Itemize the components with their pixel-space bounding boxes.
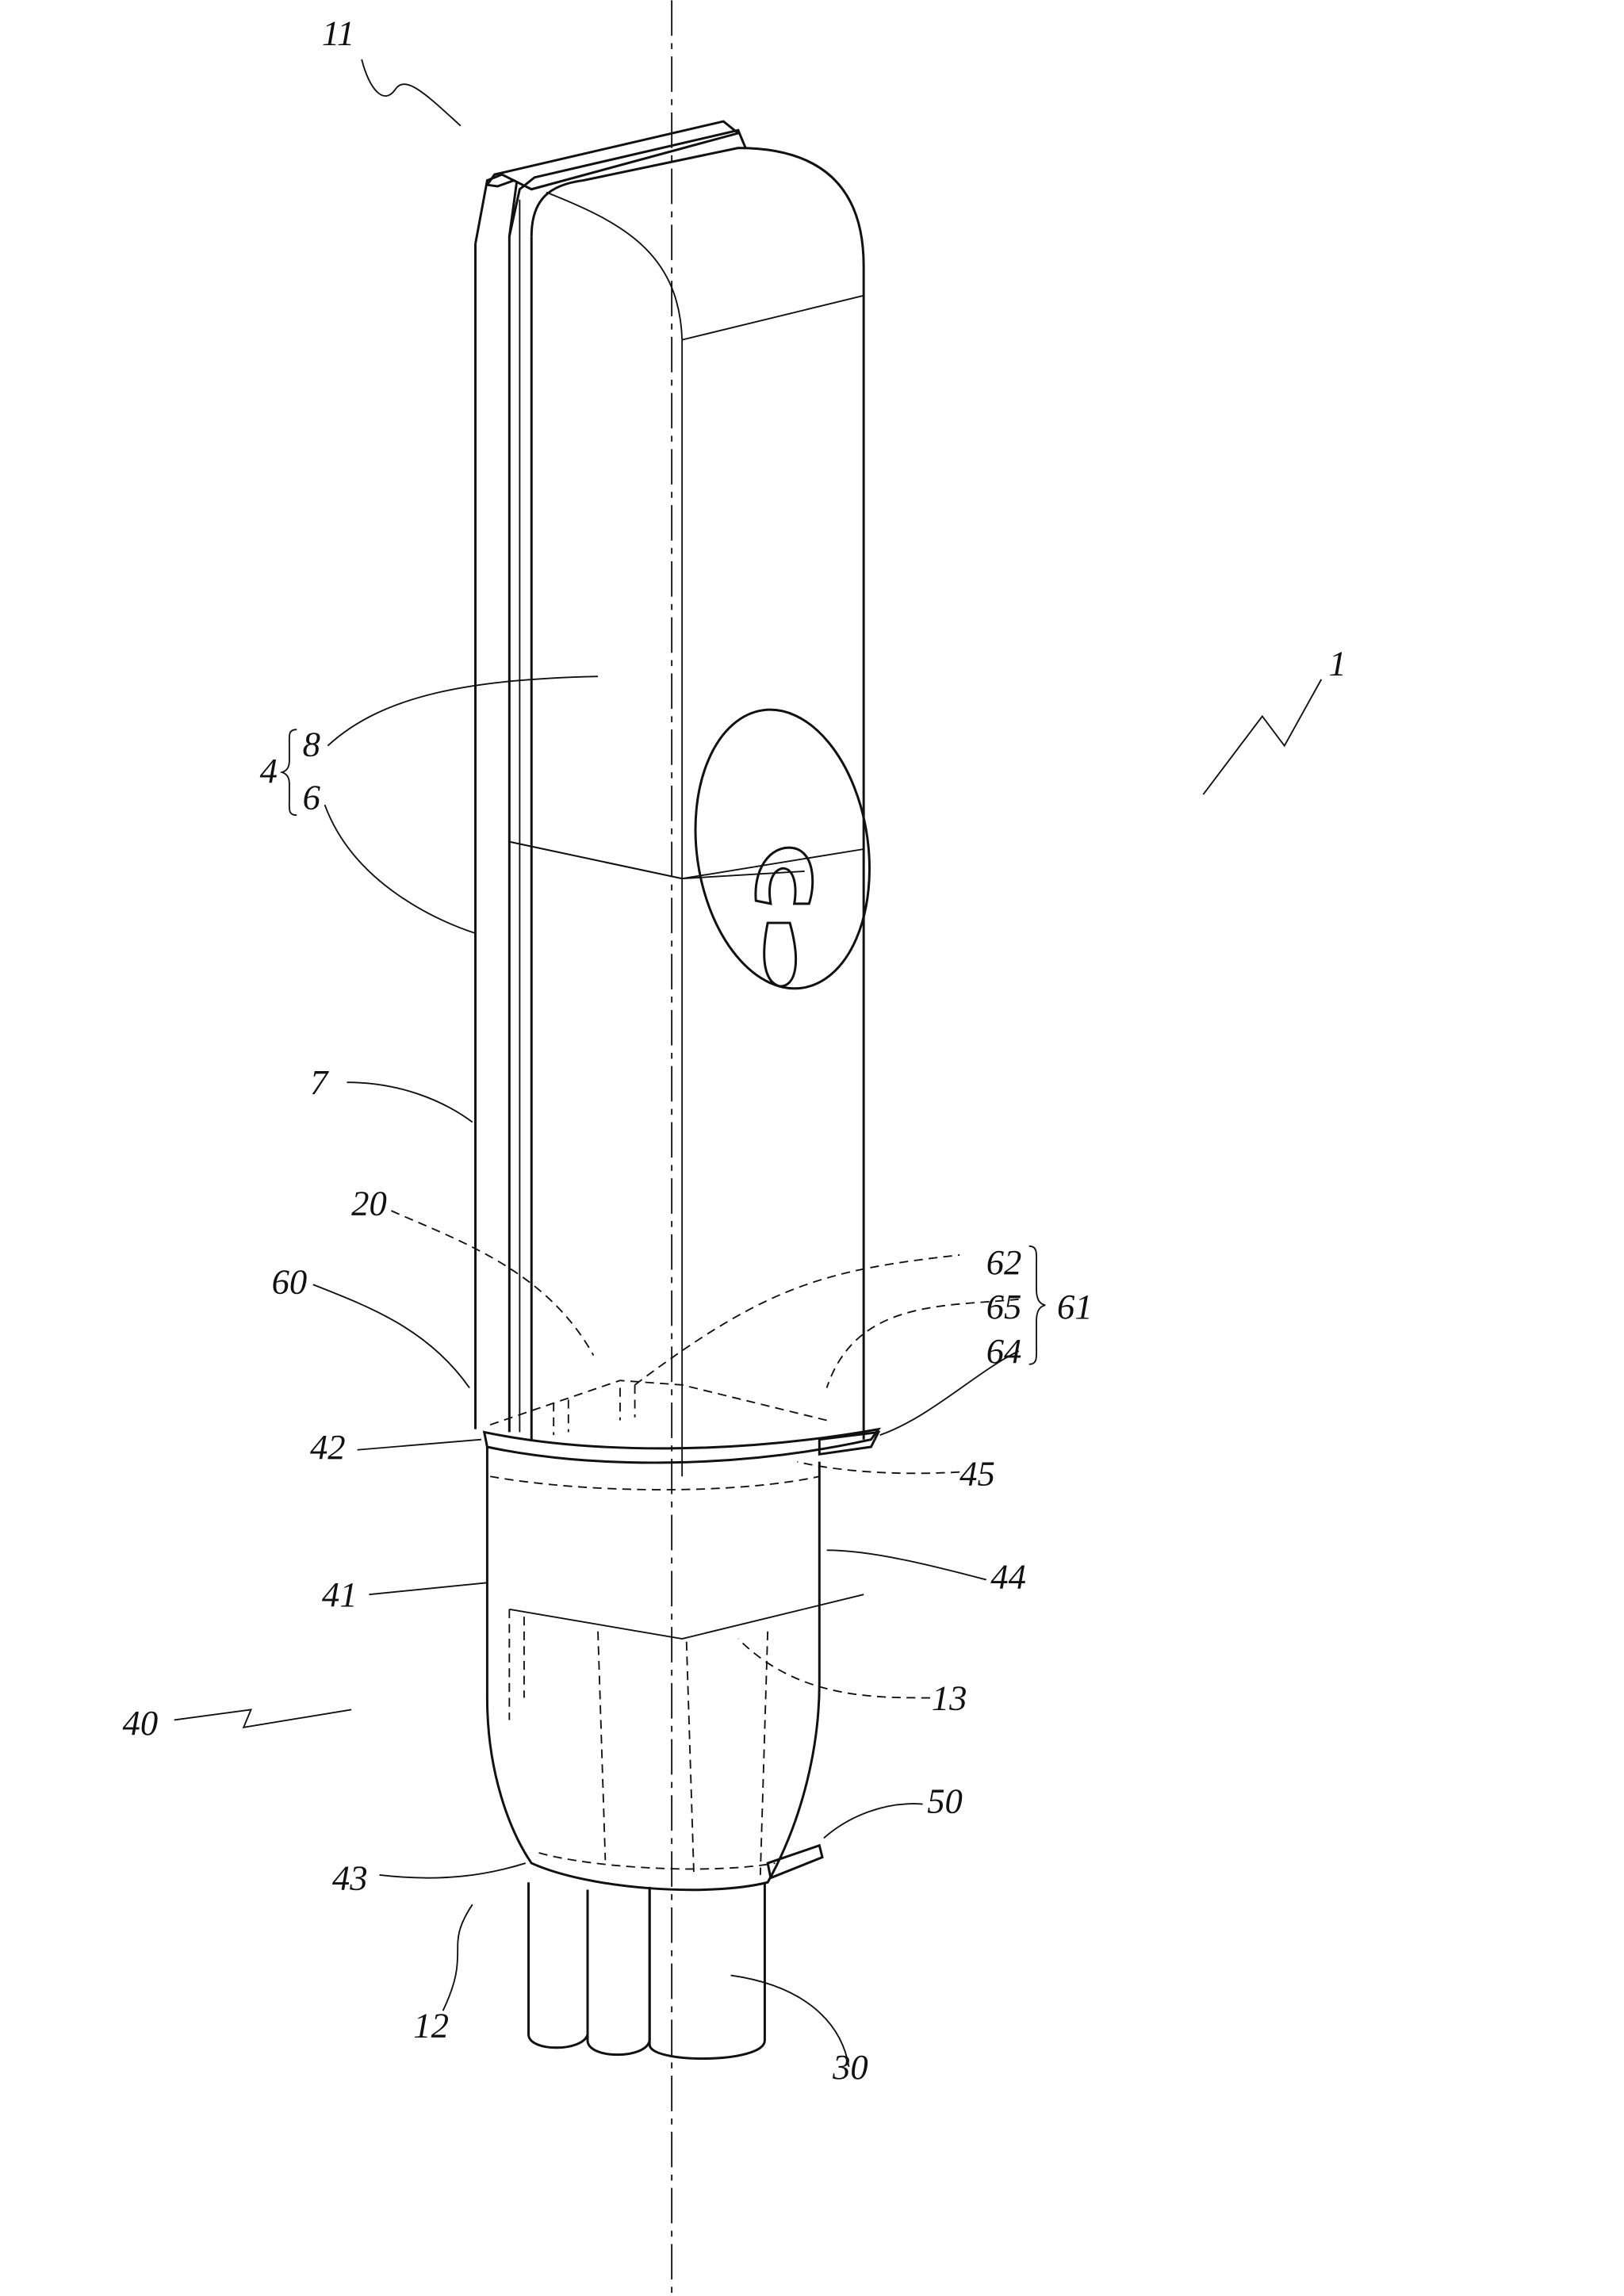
leader-lines xyxy=(174,59,1323,2068)
label-42: 42 xyxy=(310,1427,346,1467)
label-65: 65 xyxy=(986,1287,1022,1326)
cables xyxy=(527,1882,766,2061)
label-30: 30 xyxy=(832,2047,868,2087)
label-60: 60 xyxy=(272,1261,308,1301)
label-4: 4 xyxy=(260,751,278,790)
label-7: 7 xyxy=(310,1062,329,1102)
label-13: 13 xyxy=(932,1678,967,1717)
label-6: 6 xyxy=(303,778,321,817)
label-45: 45 xyxy=(959,1453,995,1493)
label-41: 41 xyxy=(322,1575,358,1614)
label-11: 11 xyxy=(322,13,354,52)
handle-icon xyxy=(754,846,814,988)
sealing-sleeve xyxy=(482,1427,882,1892)
label-40: 40 xyxy=(123,1703,159,1743)
access-cover xyxy=(694,708,871,990)
label-43: 43 xyxy=(332,1858,368,1898)
label-20: 20 xyxy=(351,1184,387,1223)
label-61: 61 xyxy=(1057,1287,1093,1326)
brace-61 xyxy=(1028,1245,1046,1365)
label-50: 50 xyxy=(927,1781,963,1821)
label-44: 44 xyxy=(990,1557,1026,1597)
housing-body xyxy=(474,120,871,1477)
label-1: 1 xyxy=(1329,643,1346,683)
label-64: 64 xyxy=(986,1331,1022,1371)
label-12: 12 xyxy=(413,2006,449,2045)
reference-labels: 11 1 4 8 6 7 20 60 62 65 64 61 42 45 41 … xyxy=(123,13,1346,2087)
label-62: 62 xyxy=(986,1242,1022,1282)
brace-4 xyxy=(279,729,297,817)
label-8: 8 xyxy=(303,725,320,764)
internal-clip xyxy=(489,1254,960,1436)
